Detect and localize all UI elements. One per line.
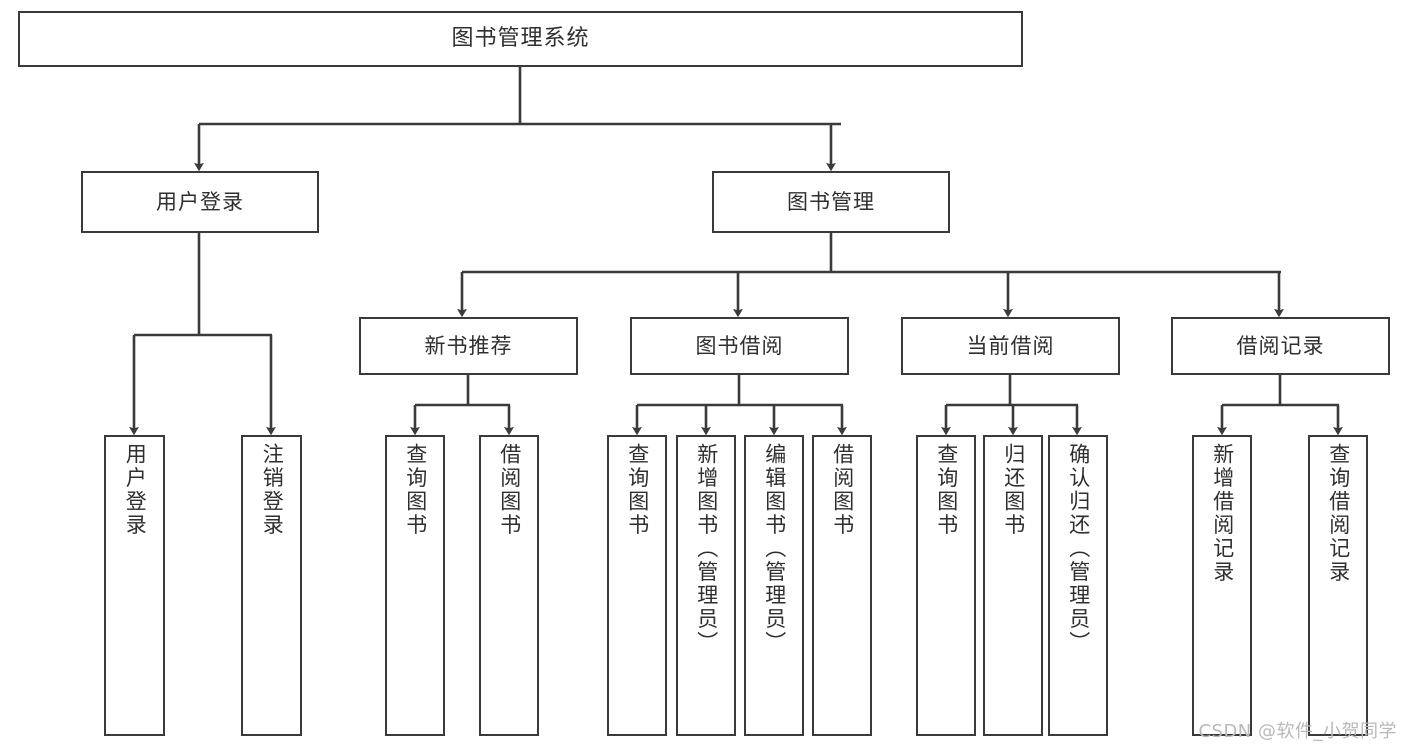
node-leaf-add-record[interactable]: 新增借阅记录	[1192, 435, 1252, 736]
node-label-leaf-edit-book: 编辑图书（管理员）	[762, 443, 787, 655]
node-label-book-management: 图书管理	[787, 189, 875, 214]
node-leaf-borrow-book-1[interactable]: 借阅图书	[479, 435, 539, 736]
node-leaf-query-book-2[interactable]: 查询图书	[607, 435, 667, 736]
node-user-login[interactable]: 用户登录	[81, 171, 319, 233]
node-label-leaf-query-book-2: 查询图书	[625, 443, 650, 537]
node-book-management[interactable]: 图书管理	[712, 171, 950, 233]
node-root-system[interactable]: 图书管理系统	[18, 11, 1023, 67]
node-label-leaf-user-login: 用户登录	[123, 443, 148, 537]
node-label-current-borrow: 当前借阅	[966, 333, 1055, 358]
node-leaf-query-book-1[interactable]: 查询图书	[385, 435, 445, 736]
node-new-book-recommend[interactable]: 新书推荐	[359, 317, 578, 375]
node-book-borrow[interactable]: 图书借阅	[630, 317, 849, 375]
node-label-leaf-borrow-book-2: 借阅图书	[830, 443, 855, 537]
node-leaf-add-book[interactable]: 新增图书（管理员）	[676, 435, 736, 736]
node-leaf-logout-login[interactable]: 注销登录	[241, 435, 302, 736]
node-leaf-user-login[interactable]: 用户登录	[104, 435, 165, 736]
csdn-watermark: CSDN @软件_小贺同学	[1198, 721, 1397, 742]
node-label-leaf-query-book-1: 查询图书	[403, 443, 428, 537]
node-label-borrow-record: 借阅记录	[1236, 333, 1325, 358]
node-label-leaf-logout-login: 注销登录	[260, 443, 285, 537]
node-label-leaf-return-book: 归还图书	[1001, 443, 1026, 537]
node-label-leaf-add-book: 新增图书（管理员）	[694, 443, 719, 655]
node-leaf-borrow-book-2[interactable]: 借阅图书	[812, 435, 872, 736]
node-label-user-login: 用户登录	[156, 189, 244, 214]
node-label-root: 图书管理系统	[451, 26, 590, 52]
node-label-leaf-add-record: 新增借阅记录	[1210, 443, 1235, 584]
node-label-book-borrow: 图书借阅	[695, 333, 784, 358]
node-label-leaf-query-record: 查询借阅记录	[1326, 443, 1351, 584]
node-borrow-record[interactable]: 借阅记录	[1171, 317, 1390, 375]
node-current-borrow[interactable]: 当前借阅	[901, 317, 1120, 375]
node-leaf-confirm-return[interactable]: 确认归还（管理员）	[1048, 435, 1108, 736]
node-label-leaf-query-book-3: 查询图书	[934, 443, 959, 537]
node-leaf-query-book-3[interactable]: 查询图书	[916, 435, 976, 736]
node-leaf-edit-book[interactable]: 编辑图书（管理员）	[744, 435, 804, 736]
node-label-leaf-confirm-return: 确认归还（管理员）	[1066, 443, 1091, 655]
node-leaf-return-book[interactable]: 归还图书	[983, 435, 1043, 736]
node-leaf-query-record[interactable]: 查询借阅记录	[1308, 435, 1368, 736]
node-label-leaf-borrow-book-1: 借阅图书	[497, 443, 522, 537]
node-label-new-book-recommend: 新书推荐	[424, 333, 513, 358]
